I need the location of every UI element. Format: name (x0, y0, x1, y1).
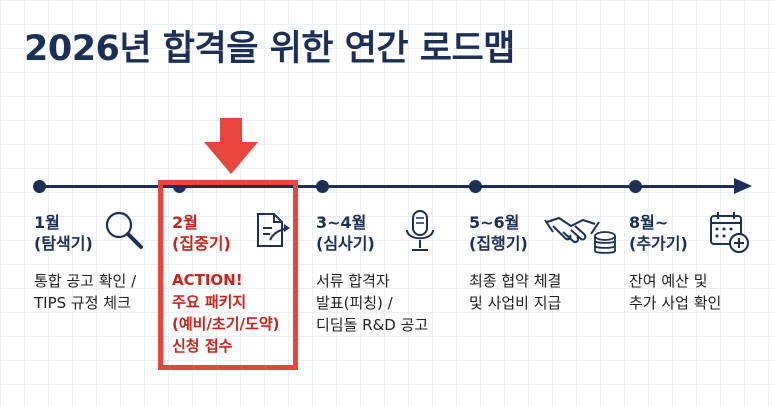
magnifier-icon (102, 208, 146, 252)
phase-3-stage: (심사기) (316, 234, 375, 253)
phase-4-description: 최종 협약 체결 및 사업비 지급 (469, 270, 561, 314)
phase-3-heading: 3~4월 (심사기) (316, 212, 375, 254)
handshake-coins-icon (543, 208, 619, 256)
phase-5-heading: 8월~ (추가기) (629, 212, 688, 254)
phase-1-stage: (탐색기) (34, 234, 93, 253)
down-arrow-icon (204, 118, 258, 174)
phase-4-month: 5~6월 (469, 213, 520, 232)
phase-1-month: 1월 (34, 213, 60, 232)
phase-2-action-line: (예비/초기/도약) (172, 315, 280, 333)
phase-5-stage: (추가기) (629, 234, 688, 253)
phase-4-stage: (집행기) (469, 234, 528, 253)
phase-5-month: 8월~ (629, 213, 669, 232)
page-title: 2026년 합격을 위한 연간 로드맵 (24, 29, 515, 69)
phase-4-desc-line: 및 사업비 지급 (469, 294, 562, 312)
timeline-dot-3 (316, 180, 329, 193)
timeline-dot-5 (629, 180, 642, 193)
phase-1-desc-line: TIPS 규정 체크 (34, 294, 131, 312)
phase-2-stage: (집중기) (172, 234, 231, 253)
phase-2-heading: 2월 (집중기) (172, 212, 231, 254)
phase-3-desc-line: 디딤돌 R&D 공고 (316, 316, 429, 334)
phase-4-heading: 5~6월 (집행기) (469, 212, 528, 254)
phase-5-desc-line: 추가 사업 확인 (629, 294, 722, 312)
phase-2-action-line: 신청 접수 (172, 337, 233, 355)
highlight-box (158, 180, 298, 370)
timeline-dot-4 (469, 180, 482, 193)
phase-2-action-line: ACTION! (172, 271, 243, 289)
phase-5-desc-line: 잔여 예산 및 (629, 272, 708, 290)
phase-1-heading: 1월 (탐색기) (34, 212, 93, 254)
phase-2-month: 2월 (172, 213, 198, 232)
timeline-line (36, 185, 742, 188)
phase-1-desc-line: 통합 공고 확인 / (34, 272, 137, 290)
phase-3-month: 3~4월 (316, 213, 367, 232)
timeline-arrow-icon (734, 178, 752, 194)
phase-2-action: ACTION! 주요 패키지 (예비/초기/도약) 신청 접수 (172, 269, 279, 357)
calendar-plus-icon (707, 210, 751, 254)
phase-5-description: 잔여 예산 및 추가 사업 확인 (629, 270, 721, 314)
phase-4-desc-line: 최종 협약 체결 (469, 272, 562, 290)
phase-2-action-line: 주요 패키지 (172, 293, 247, 311)
phase-1-description: 통합 공고 확인 / TIPS 규정 체크 (34, 270, 136, 314)
phase-3-description: 서류 합격자 발표(피칭) / 디딤돌 R&D 공고 (316, 270, 428, 336)
phase-3-desc-line: 서류 합격자 (316, 272, 390, 290)
document-pen-icon (250, 210, 292, 252)
microphone-icon (402, 208, 438, 254)
phase-3-desc-line: 발표(피칭) / (316, 294, 393, 312)
timeline-dot-1 (33, 180, 46, 193)
